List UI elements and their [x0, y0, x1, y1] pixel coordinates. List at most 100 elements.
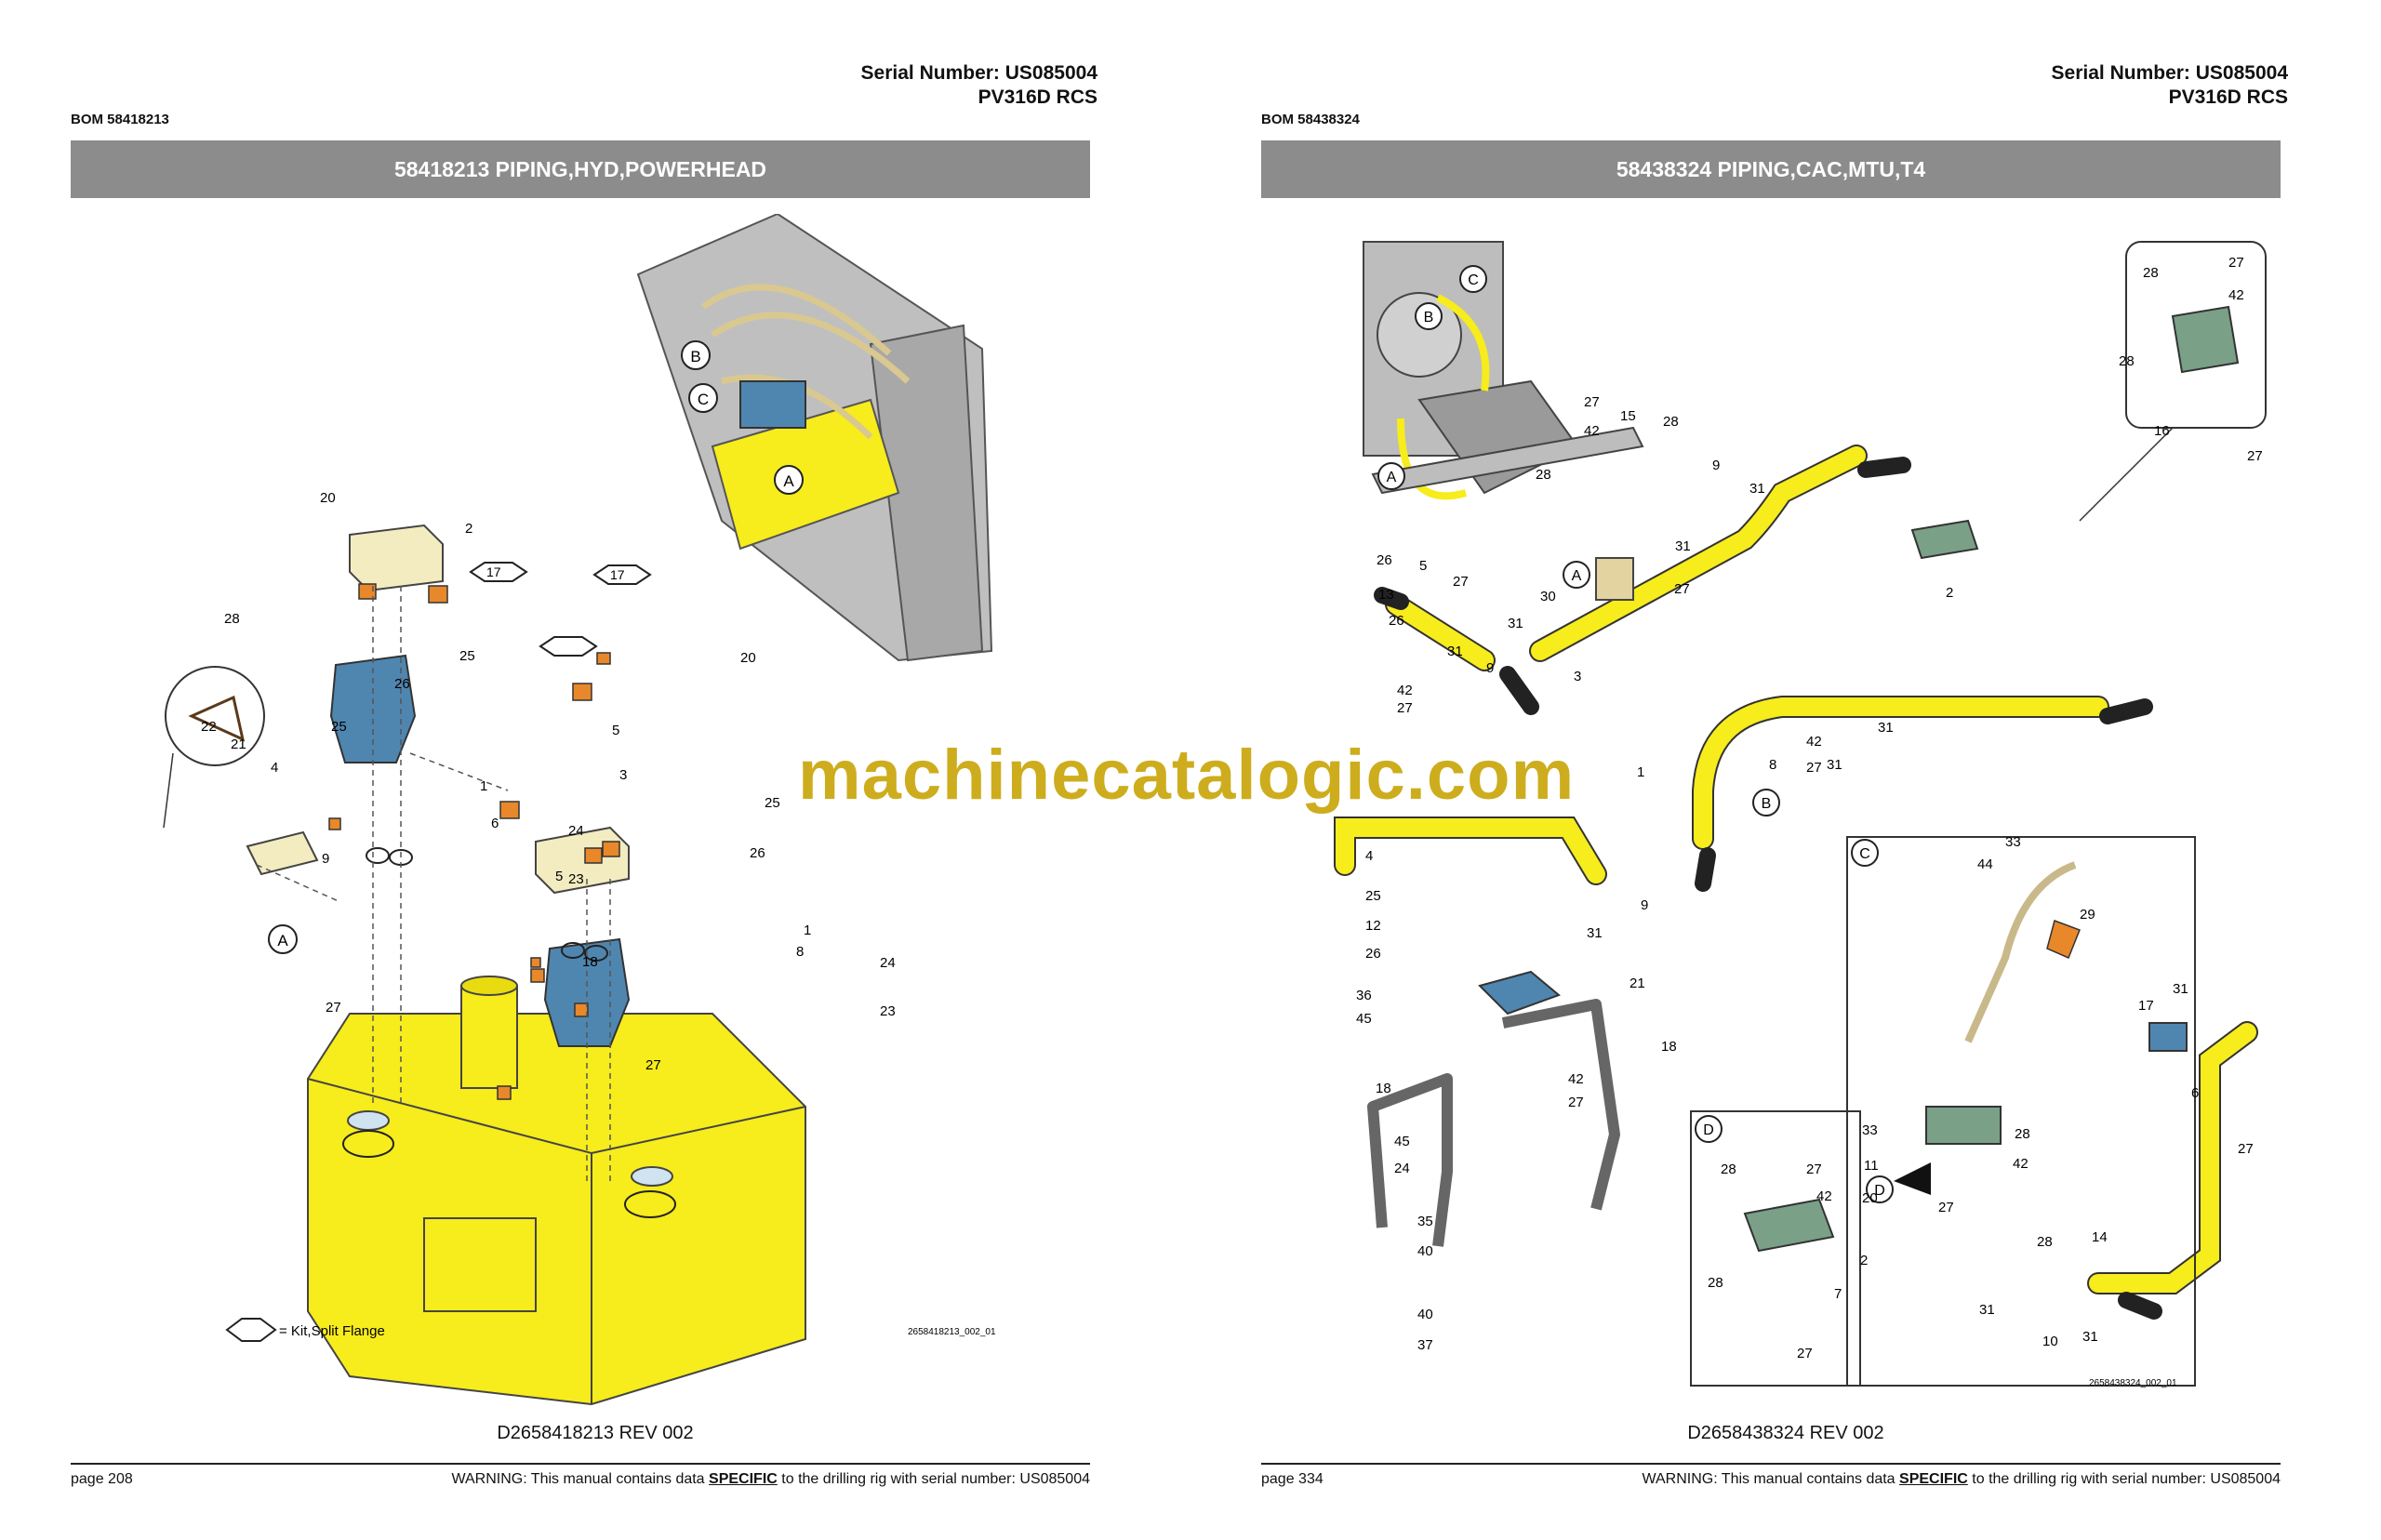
callout-A-overview: A	[1377, 462, 1405, 490]
warning-emphasis: SPECIFIC	[709, 1471, 778, 1487]
model-name: PV316D RCS	[2168, 86, 2288, 108]
part-label: 1	[1637, 764, 1644, 780]
part-label: 26	[1377, 552, 1392, 568]
callout-C-overview: C	[1459, 265, 1487, 293]
part-label: 14	[2092, 1229, 2108, 1245]
part-label: 9	[1712, 458, 1720, 473]
detail-C-parts	[1894, 861, 2188, 1195]
model-name: PV316D RCS	[978, 86, 1097, 108]
charge-air-pipes	[1334, 445, 2258, 1294]
callout-C: C	[688, 383, 718, 413]
part-label: 17	[610, 567, 625, 582]
callout-A-main: A	[1563, 561, 1590, 589]
part-label: 24	[880, 955, 896, 971]
parts-diagram-left: B C A	[163, 214, 996, 1406]
part-label: 5	[555, 869, 563, 884]
part-label: 8	[1769, 757, 1776, 773]
part-label: 2	[465, 521, 472, 537]
serial-number: Serial Number: US085004	[860, 62, 1097, 84]
overview-drawing	[636, 214, 993, 662]
part-label: 36	[1356, 988, 1372, 1003]
warning-footer: WARNING: This manual contains data SPECI…	[451, 1471, 1090, 1488]
part-label: 23	[568, 871, 584, 887]
part-label: 27	[1453, 574, 1469, 590]
part-label: 42	[1806, 734, 1822, 750]
assembly-guides	[256, 586, 611, 1181]
part-label: 15	[1620, 408, 1636, 424]
part-label: 3	[1574, 669, 1581, 684]
part-label: 1	[480, 778, 487, 794]
part-label: 27	[1806, 1162, 1822, 1177]
warning-suffix: to the drilling rig with serial number: …	[777, 1471, 1090, 1487]
part-label: 27	[1797, 1346, 1813, 1361]
footer-rule	[71, 1463, 1090, 1465]
hoses	[1374, 457, 2162, 1320]
gearbox-housing	[307, 976, 806, 1406]
part-label: 27	[645, 1057, 661, 1073]
view-A-label: A	[1572, 568, 1582, 584]
part-label: 31	[1749, 481, 1765, 497]
right-page: Serial Number: US085004 PV316D RCS BOM 5…	[1190, 0, 2381, 1540]
bracket-2	[1910, 519, 1979, 560]
callout-C-detail: C	[1851, 839, 1879, 867]
part-label: 27	[1397, 700, 1413, 716]
part-label: 25	[765, 795, 780, 811]
section-title-bar: 58438324 PIPING,CAC,MTU,T4	[1261, 140, 2281, 198]
part-label: 40	[1417, 1243, 1433, 1259]
part-label: 42	[1568, 1071, 1584, 1087]
part-label: 18	[1661, 1039, 1677, 1055]
part-label: 3	[619, 767, 627, 783]
document-reference: D2658438324 REV 002	[1687, 1423, 1884, 1443]
callout-C-label: C	[698, 391, 709, 408]
part-label: 42	[1584, 423, 1600, 439]
serial-block: Serial Number: US085004 PV316D RCS	[861, 61, 1097, 110]
part-label: 6	[491, 816, 499, 831]
parts-diagram-right: B C A	[1334, 241, 2267, 1388]
part-label: 25	[1365, 888, 1381, 904]
part-label: 24	[568, 823, 584, 839]
part-label: 26	[1365, 946, 1381, 962]
part-label: 28	[1721, 1162, 1736, 1177]
part-label: 11	[1864, 1158, 1879, 1174]
part-label: 28	[2037, 1234, 2053, 1250]
part-label: 28	[2119, 353, 2135, 369]
section-title-bar: 58418213 PIPING,HYD,POWERHEAD	[71, 140, 1090, 198]
part-label: 28	[1536, 467, 1551, 483]
fitting-4	[246, 830, 319, 876]
part-label: 27	[1938, 1200, 1954, 1215]
warning-prefix: WARNING: This manual contains data	[451, 1471, 710, 1487]
callout-A-overview: A	[774, 465, 804, 495]
view-label-text: A	[277, 932, 288, 949]
part-label: 1	[804, 923, 811, 938]
part-label: 2	[1860, 1253, 1868, 1268]
part-label: 40	[1417, 1307, 1433, 1322]
part-label: 27	[326, 1000, 341, 1016]
callout-B-overview: B	[1415, 302, 1443, 330]
part-label: 31	[2173, 981, 2188, 997]
part-label: 9	[1486, 660, 1494, 676]
part-label: 31	[1878, 720, 1894, 736]
part-label: 27	[1568, 1095, 1584, 1110]
part-label: 16	[2154, 423, 2170, 439]
part-label: 21	[1629, 976, 1645, 991]
legend-text: = Kit,Split Flange	[279, 1323, 385, 1339]
part-label: 24	[1394, 1161, 1410, 1176]
part-label: 17	[2138, 998, 2154, 1014]
part-label: 5	[612, 723, 619, 738]
part-label: 37	[1417, 1337, 1433, 1353]
part-label: 31	[1979, 1302, 1995, 1318]
detail-D-ref: D	[1874, 1183, 1885, 1199]
part-labels-right: 27 42 15 28 28 9 31 31 27 2 26 5 27 30 3…	[1356, 255, 2263, 1361]
part-label: 13	[1378, 587, 1394, 603]
part-label: 26	[750, 845, 765, 861]
figure-code: 2658438324_002_01	[2089, 1378, 2177, 1388]
part-label: 25	[459, 648, 475, 664]
part-label: 45	[1356, 1011, 1372, 1027]
part-label: 45	[1394, 1134, 1410, 1149]
overview-drawing	[1363, 241, 1644, 500]
warning-footer: WARNING: This manual contains data SPECI…	[1642, 1471, 2281, 1488]
callout-A-label: A	[1387, 470, 1397, 485]
part-label: 7	[1834, 1286, 1842, 1302]
part-label: 27	[2228, 255, 2244, 271]
part-label: 31	[1508, 616, 1523, 631]
